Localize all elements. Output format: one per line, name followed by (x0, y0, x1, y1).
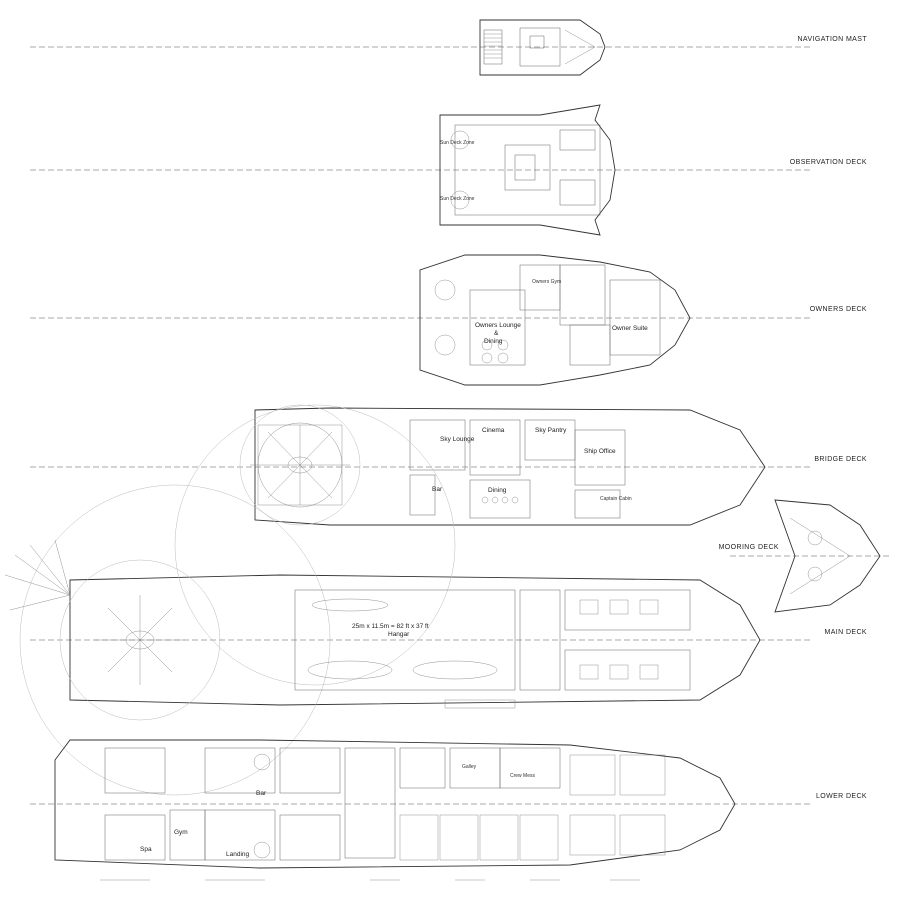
label-lower-deck: LOWER DECK (815, 793, 867, 800)
label-bridge-deck: BRIDGE DECK (814, 456, 867, 463)
sun-deck-zone-bottom: Sun Deck Zone (440, 196, 475, 202)
landing-label: Landing (226, 851, 250, 858)
crew-mess-label: Crew Mess (510, 773, 536, 779)
ship-office-label: Ship Office (584, 448, 616, 455)
label-observation-deck: OBSERVATION DECK (789, 159, 867, 166)
owner-suite-label: Owner Suite (612, 325, 648, 332)
sky-lounge-label: Sky Lounge (440, 436, 475, 443)
label-navigation-mast: NAVIGATION MAST (797, 36, 867, 43)
owners-gym-label: Owners Gym (532, 279, 561, 285)
crane-arms-icon (4, 539, 71, 611)
owners-lounge-label: Owners Lounge (475, 322, 521, 329)
gym-label: Gym (174, 829, 188, 836)
spa-label: Spa (140, 846, 152, 853)
observation-deck-plan: Sun Deck Zone Sun Deck Zone (439, 104, 616, 236)
navigation-mast-plan (479, 19, 606, 76)
dining-bridge-label: Dining (488, 487, 507, 494)
owners-deck-plan: Owners Gym Owners Lounge & Dining Owner … (419, 254, 691, 386)
lower-deck-plan: Spa Gym Landing Bar Galley Crew Mess (54, 739, 736, 881)
hangar-label: Hangar (388, 631, 410, 638)
hangar-size-label: 25m x 11.5m = 82 ft x 37 ft (352, 623, 429, 630)
owners-dining-label: Dining (484, 338, 503, 345)
sun-deck-zone-top: Sun Deck Zone (440, 140, 475, 146)
label-owners-deck: OWNERS DECK (809, 306, 867, 313)
helicopter-bridge-icon (250, 425, 350, 505)
deck-axes (30, 46, 890, 805)
label-mooring-deck: MOORING DECK (718, 544, 779, 551)
captain-cabin-label: Captain Cabin (600, 496, 632, 502)
galley-label: Galley (462, 764, 477, 770)
main-deck-plan: 25m x 11.5m = 82 ft x 37 ft Hangar (4, 404, 761, 796)
owners-lounge-amp: & (494, 330, 499, 337)
label-main-deck: MAIN DECK (824, 629, 867, 636)
sky-pantry-label: Sky Pantry (535, 427, 567, 434)
mooring-deck-plan (774, 499, 881, 613)
cinema-label: Cinema (482, 427, 505, 434)
bridge-deck-plan: Sky Lounge Cinema Sky Pantry Ship Office… (239, 404, 766, 526)
bar-lower-label: Bar (256, 790, 267, 797)
bar-label: Bar (432, 486, 443, 493)
helicopter-main-icon (95, 595, 185, 685)
